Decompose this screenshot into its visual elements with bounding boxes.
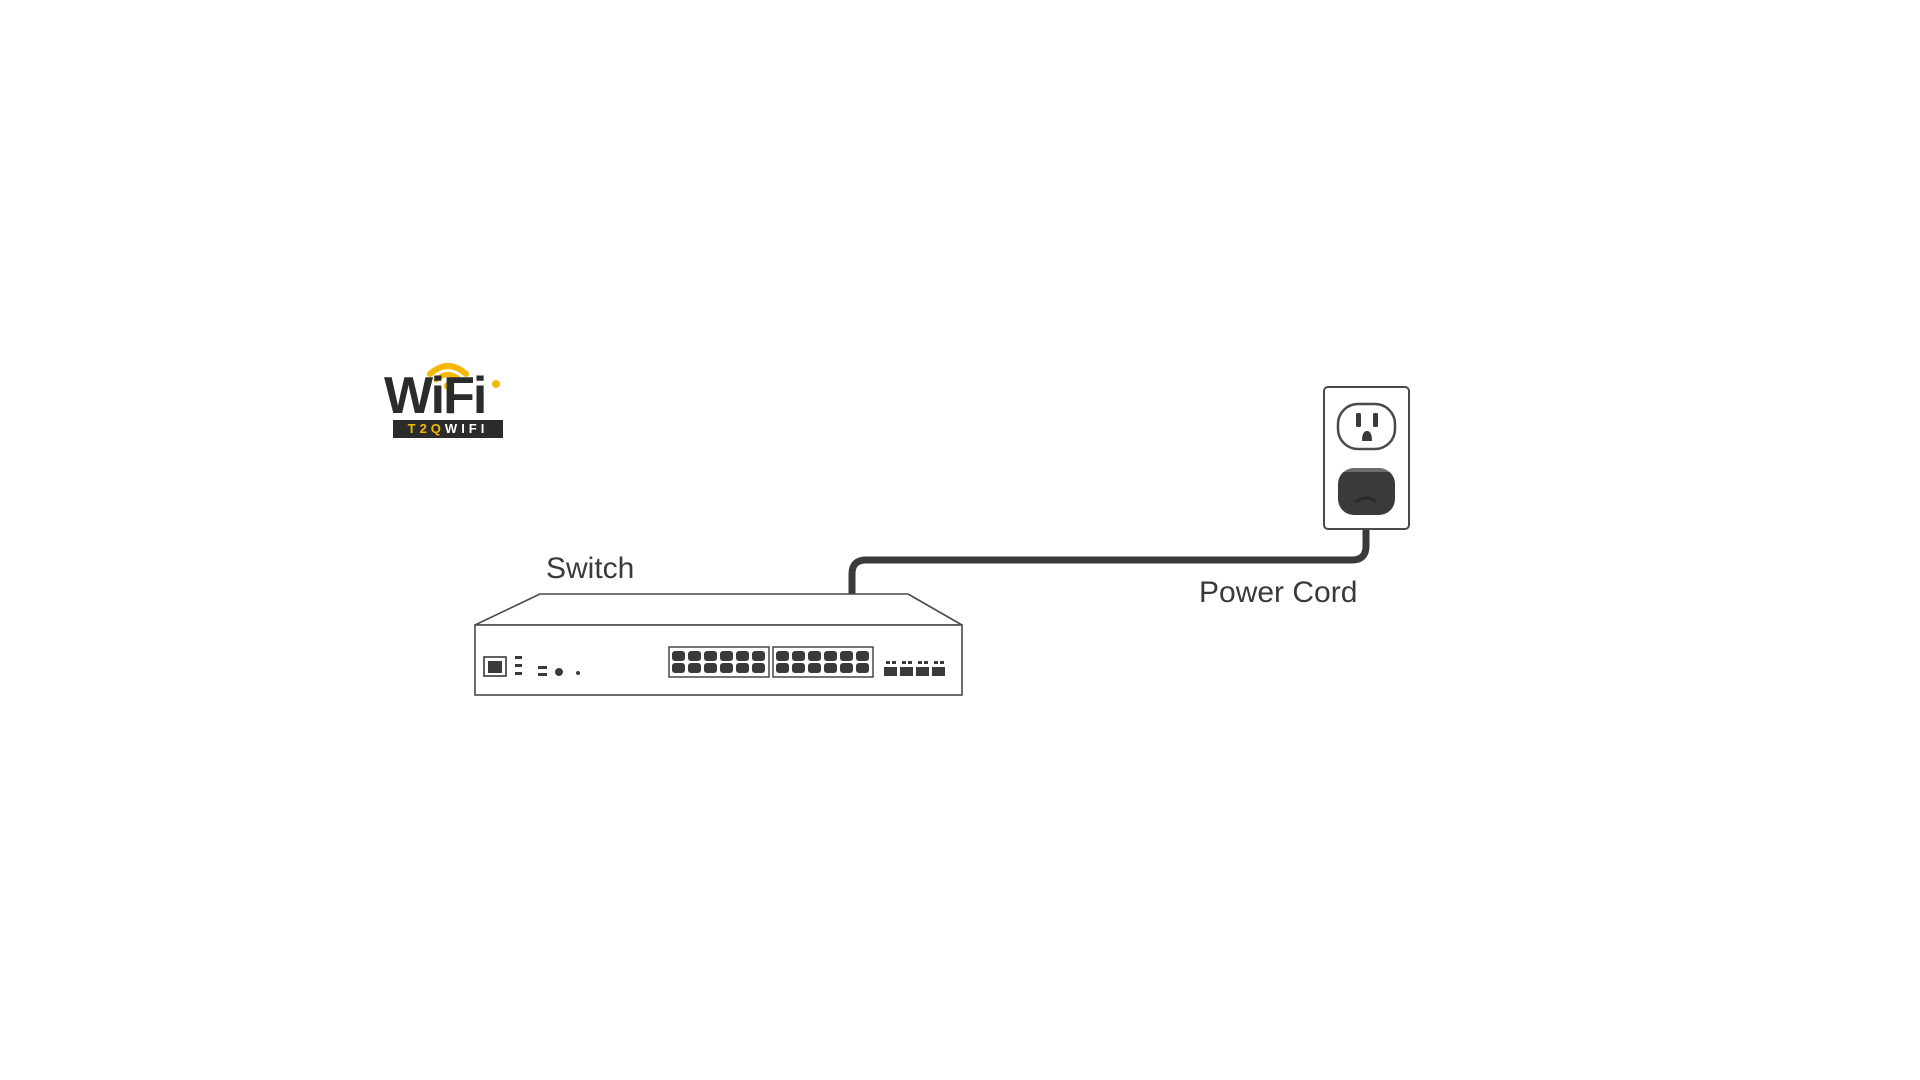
sfp-port (916, 667, 929, 676)
ethernet-port (720, 663, 733, 673)
power-cord-label: Power Cord (1199, 576, 1358, 609)
ethernet-port (736, 663, 749, 673)
ethernet-port (792, 663, 805, 673)
ethernet-port (704, 663, 717, 673)
ethernet-port (736, 651, 749, 661)
sfp-led (886, 661, 890, 664)
sfp-led (940, 661, 944, 664)
logo-brand-prefix: T2Q (407, 421, 445, 436)
ethernet-port-group (672, 651, 765, 673)
ethernet-port (808, 663, 821, 673)
power-cable (848, 501, 1370, 598)
t2qwifi-logo: WiFi T2QWIFI (378, 352, 510, 444)
ethernet-port (840, 651, 853, 661)
ethernet-port (688, 663, 701, 673)
sfp-led (902, 661, 906, 664)
sfp-led (908, 661, 912, 664)
ethernet-port (752, 663, 765, 673)
wall-outlet-icon (1323, 386, 1410, 530)
wifi-signal-icon (427, 363, 500, 390)
ethernet-port (808, 651, 821, 661)
ethernet-port (688, 651, 701, 661)
ethernet-port (752, 651, 765, 661)
ethernet-port (672, 651, 685, 661)
sfp-port (884, 667, 897, 676)
switch-device (474, 593, 963, 696)
ethernet-port (720, 651, 733, 661)
ethernet-port (776, 651, 789, 661)
ethernet-port (672, 663, 685, 673)
logo-brand-bar: T2QWIFI (393, 420, 503, 438)
switch-label: Switch (546, 552, 635, 585)
sfp-port-group (884, 661, 945, 676)
power-plug-icon (1338, 468, 1395, 515)
ethernet-port (824, 663, 837, 673)
sfp-led (924, 661, 928, 664)
sfp-port (932, 667, 945, 676)
ethernet-port (840, 663, 853, 673)
sfp-led (934, 661, 938, 664)
logo-wordmark: WiFi (384, 367, 487, 425)
sfp-led (918, 661, 922, 664)
ethernet-port (776, 663, 789, 673)
ethernet-port-group (776, 651, 869, 673)
sfp-led (892, 661, 896, 664)
ethernet-port (792, 651, 805, 661)
sfp-port (900, 667, 913, 676)
ethernet-port (856, 663, 869, 673)
ethernet-port (704, 651, 717, 661)
ethernet-port (856, 651, 869, 661)
logo-brand-suffix: WIFI (444, 421, 489, 436)
ethernet-port (824, 651, 837, 661)
